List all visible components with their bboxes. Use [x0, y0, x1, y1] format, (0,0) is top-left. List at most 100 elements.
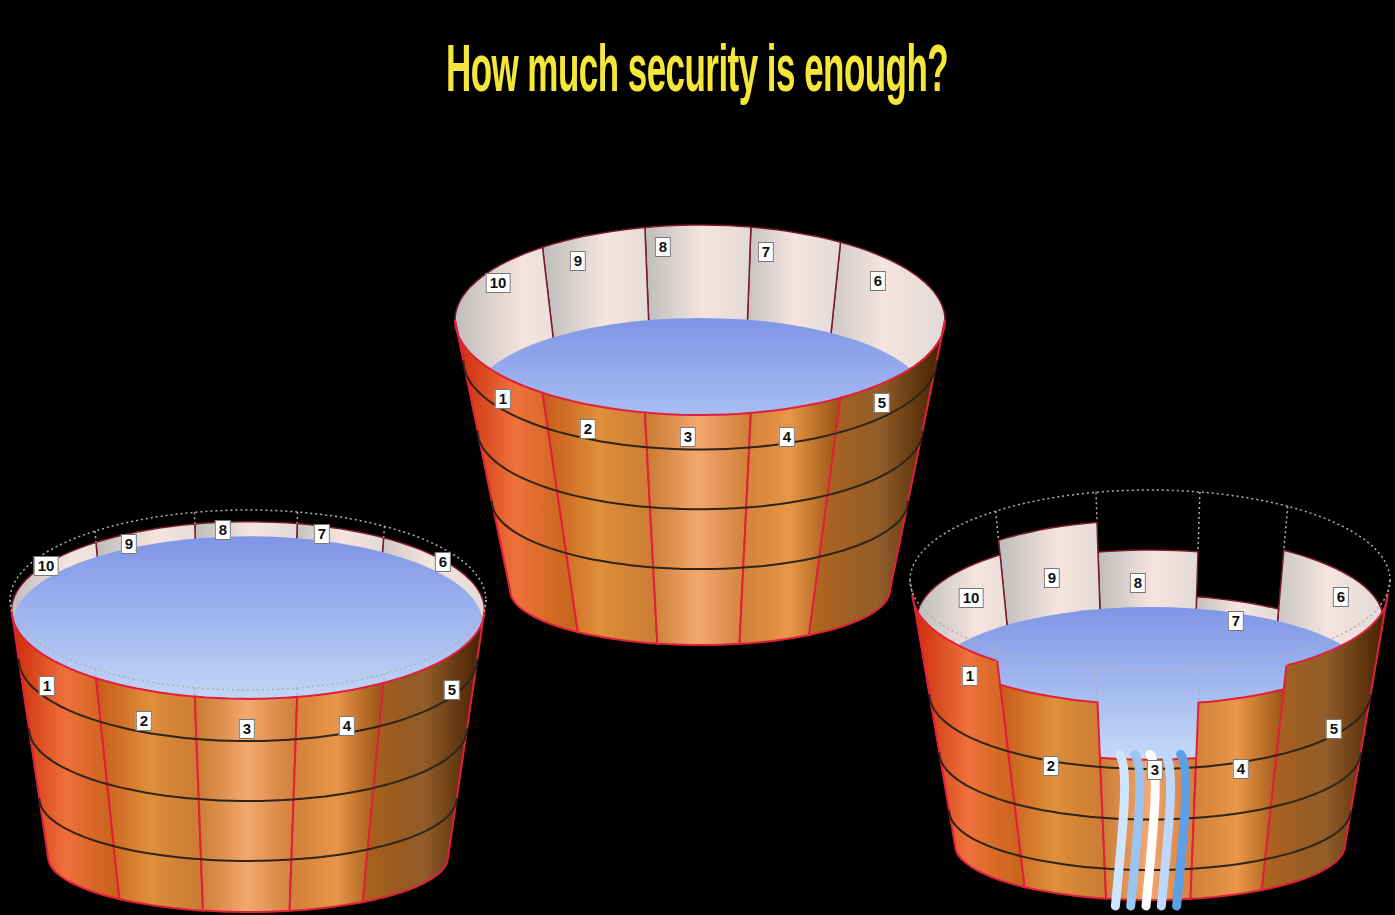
hoop [1192, 859, 1265, 869]
dotted-stave-line [1198, 492, 1200, 552]
dotted-stave-line [910, 580, 912, 593]
stave-number: 3 [1147, 760, 1163, 780]
stave-number: 2 [136, 711, 152, 731]
barrel [910, 490, 1390, 906]
stave [363, 610, 485, 902]
waterfall-stream [1177, 755, 1186, 907]
dotted-stave-line [383, 674, 385, 683]
hoop [836, 361, 937, 434]
hoop [566, 553, 653, 567]
stave [809, 320, 945, 635]
dotted-stave-line [296, 688, 298, 697]
hoop [1277, 694, 1371, 755]
stave-sheen [645, 413, 751, 645]
hoop [29, 729, 107, 785]
hoop [296, 726, 380, 739]
stave-sheen [1000, 685, 1106, 899]
dotted-stave-line [95, 531, 96, 542]
dotted-stave-line [194, 512, 196, 524]
dotted-stave-line [1388, 580, 1390, 593]
hoop [949, 811, 1021, 857]
hoop [819, 501, 908, 557]
title: How much security is enough? [446, 30, 948, 106]
hoop [107, 784, 199, 799]
stave [96, 678, 203, 910]
hoop [1271, 752, 1361, 807]
stave-number: 7 [314, 524, 330, 544]
stave-number: 5 [444, 680, 460, 700]
barrel [455, 225, 945, 645]
stave [1000, 685, 1106, 899]
hoop [374, 729, 467, 788]
barrel [10, 510, 486, 912]
stave-number: 5 [874, 393, 890, 413]
hoop [291, 850, 367, 860]
dotted-stave-line [194, 688, 196, 697]
hoop [368, 798, 457, 850]
waterfall-stream [1131, 755, 1140, 907]
hoop [19, 659, 101, 722]
stave-number: 3 [680, 427, 696, 447]
hoop [650, 507, 746, 509]
stave-number: 10 [486, 273, 511, 293]
waterfall-stream [1115, 755, 1124, 907]
stave-number: 1 [962, 666, 978, 686]
stave-number: 4 [779, 427, 795, 447]
dotted-stave-line [383, 526, 385, 537]
stave-number: 10 [959, 588, 984, 608]
stave-sheen [543, 393, 658, 644]
stave [1262, 593, 1388, 890]
stave [543, 393, 658, 644]
stave-sheen [809, 320, 945, 635]
dotted-stave-line [1199, 668, 1200, 703]
hoop [746, 495, 827, 508]
dotted-stave-line [95, 669, 96, 678]
hoop [114, 846, 201, 859]
hoop [557, 491, 650, 507]
dotted-stave-line [1286, 654, 1287, 666]
stave-number: 7 [1228, 611, 1244, 631]
dotted-stave-line [1284, 506, 1288, 550]
hoop [380, 659, 478, 726]
stave-number: 8 [1130, 573, 1146, 593]
hoop [939, 752, 1014, 804]
dotted-stave-line [485, 600, 487, 610]
stave-sheen [363, 610, 485, 902]
dotted-rim [910, 490, 1390, 670]
stave-number: 6 [435, 552, 451, 572]
stave-number: 2 [580, 419, 596, 439]
hoop [201, 859, 291, 861]
stave-sheen [1262, 593, 1388, 890]
hoop [478, 431, 557, 491]
hoop [39, 798, 114, 846]
dotted-rim [10, 510, 486, 690]
stave-sheen [96, 678, 203, 910]
stave-number: 4 [339, 716, 355, 736]
stave-number: 5 [1326, 719, 1342, 739]
stave-number: 9 [570, 251, 586, 271]
hoop [199, 799, 294, 801]
dotted-stave-line [996, 511, 999, 540]
hoop [1021, 856, 1105, 868]
stave-number: 7 [758, 242, 774, 262]
hoop [196, 739, 295, 741]
hoop [1015, 804, 1103, 818]
hoop [1194, 807, 1271, 818]
stave-number: 4 [1233, 759, 1249, 779]
dotted-stave-line [996, 649, 998, 661]
hoop [492, 501, 566, 553]
stave-number: 10 [34, 556, 59, 576]
stave-number: 3 [239, 719, 255, 739]
hoop [929, 694, 1008, 751]
stave-sheen [195, 697, 297, 912]
stave-number: 1 [39, 676, 55, 696]
hoop [463, 361, 548, 429]
stave-number: 6 [1333, 587, 1349, 607]
stave [195, 697, 297, 912]
hoop [653, 567, 743, 569]
hoop [294, 788, 374, 800]
stave-number: 1 [495, 389, 511, 409]
stave-number: 9 [1044, 568, 1060, 588]
stave-number: 6 [870, 271, 886, 291]
dotted-stave-line [1096, 668, 1098, 703]
